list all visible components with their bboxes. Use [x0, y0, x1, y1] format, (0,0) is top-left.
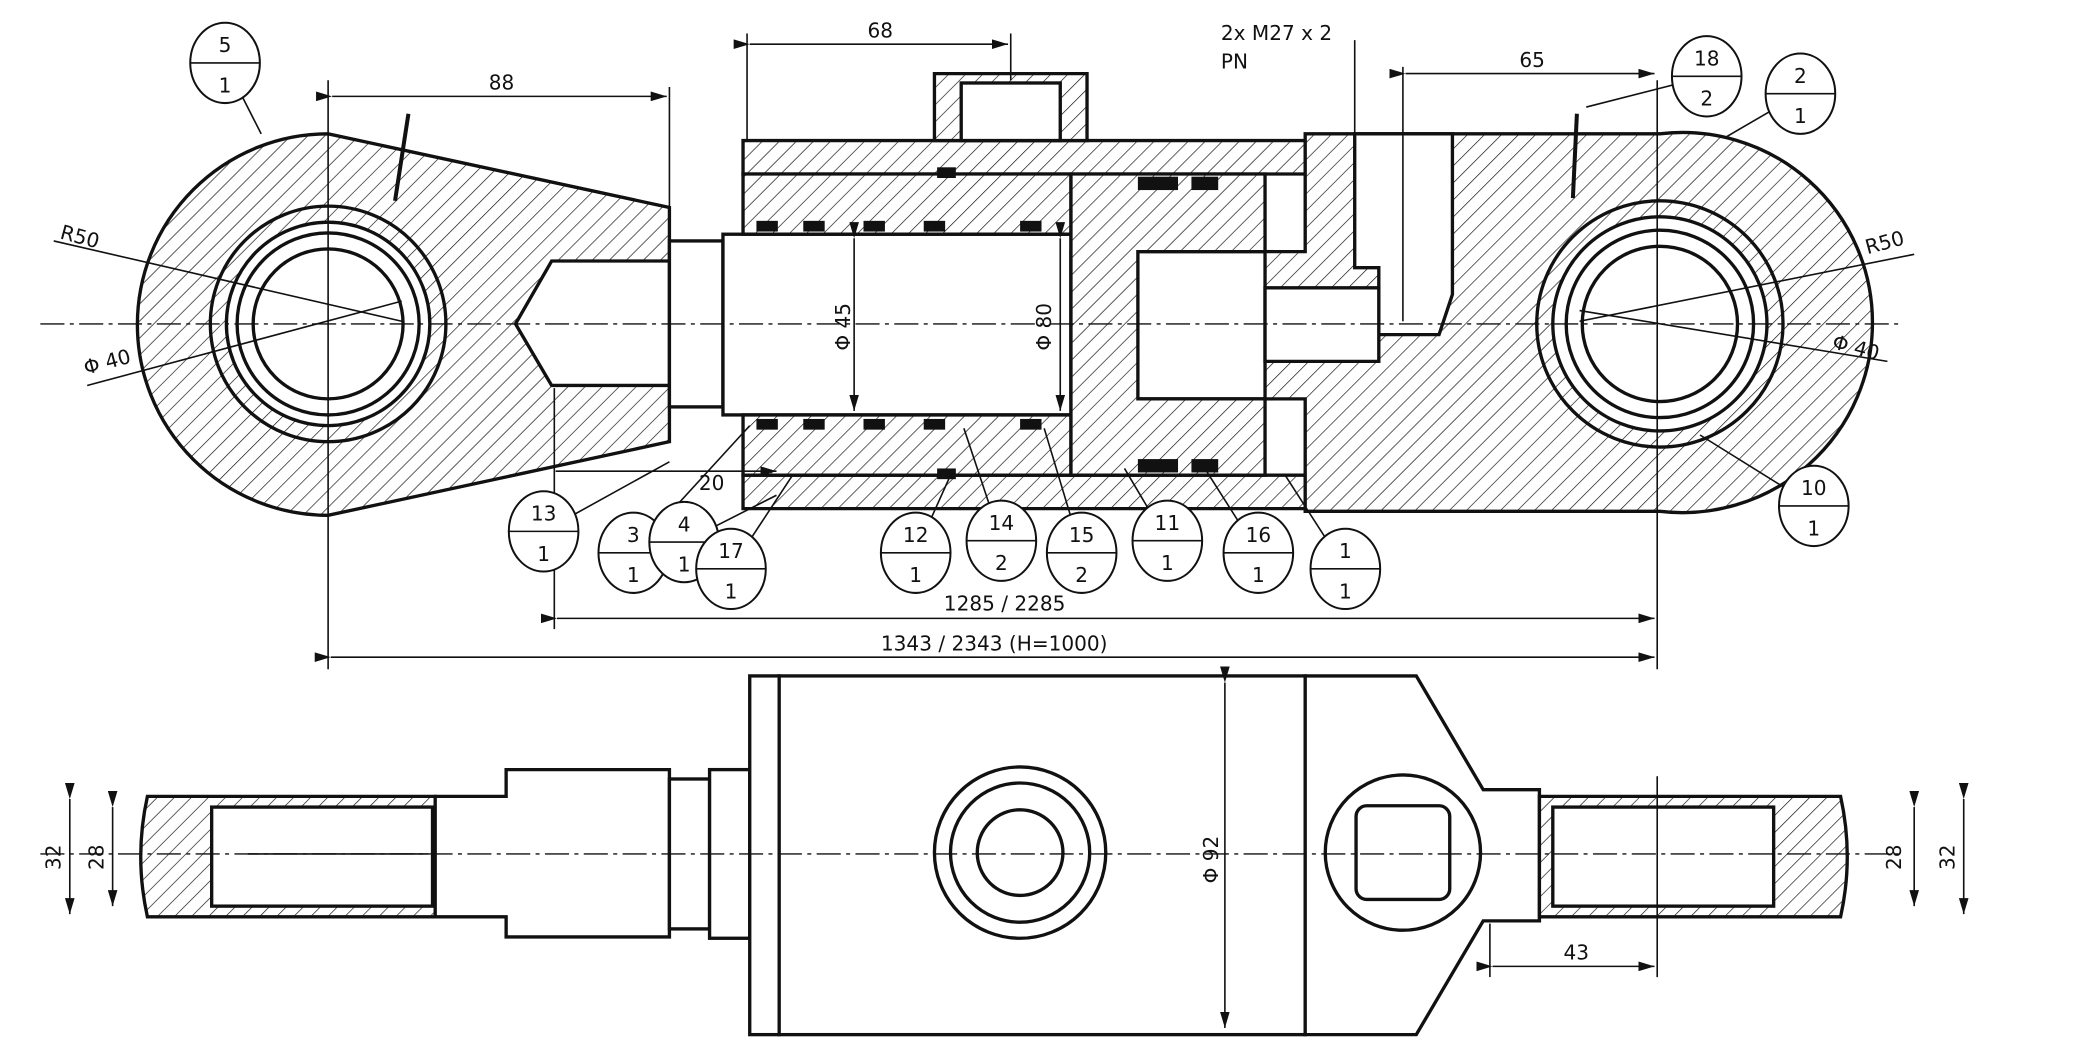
balloon-quantity: 1	[537, 542, 550, 566]
port-thread	[959, 81, 1062, 143]
balloon-quantity: 1	[627, 563, 640, 587]
balloon-12: 12 1	[879, 474, 952, 594]
balloon-number: 5	[219, 33, 232, 57]
r50-left: R50	[58, 220, 102, 253]
piston-rod	[721, 232, 1073, 417]
dim-32-right: 32	[1935, 844, 1959, 870]
section-view	[40, 33, 1915, 670]
balloon-number: 18	[1694, 47, 1720, 71]
balloon-17: 17 1	[695, 474, 794, 611]
piston	[1069, 172, 1267, 477]
dim-65: 65	[1519, 48, 1545, 72]
barrel-top	[741, 138, 1307, 176]
left-bearing-side	[209, 805, 435, 908]
phi92: Φ 92	[1199, 836, 1223, 884]
balloon-number: 10	[1801, 476, 1827, 500]
balloon-number: 3	[627, 523, 640, 547]
balloon-quantity: 1	[725, 579, 738, 603]
balloon-quantity: 1	[1339, 579, 1352, 603]
phi40-right-leader	[1579, 309, 1888, 363]
right-port-square	[1354, 804, 1452, 902]
barrel-flange	[748, 674, 781, 1037]
oil-channel	[1263, 286, 1381, 364]
balloon-18: 18 2	[1586, 35, 1743, 118]
seals	[756, 167, 1219, 480]
balloon-11: 111	[1123, 468, 1204, 582]
dim-88: 88	[489, 71, 515, 95]
phi40-left: Φ 40	[81, 344, 133, 380]
dim-28-left: 28	[84, 844, 108, 870]
balloon-14: 14 2	[963, 428, 1038, 582]
balloon-16: 16 1	[1204, 468, 1295, 594]
balloon-number: 17	[718, 539, 744, 563]
balloon-5: 51	[189, 21, 262, 135]
dim-28-right: 28	[1882, 844, 1906, 870]
phi80: Φ 80	[1032, 303, 1056, 351]
phi40-left-leader	[86, 300, 402, 387]
balloon-quantity: 1	[1252, 563, 1265, 587]
dim-43: 43	[1564, 941, 1590, 965]
barrel-bottom	[741, 473, 1307, 511]
r50-right: R50	[1862, 226, 1906, 259]
balloon-quantity: 2	[1075, 563, 1088, 587]
balloon-quantity: 2	[995, 551, 1008, 575]
balloon-number: 16	[1246, 523, 1272, 547]
balloon-number: 12	[903, 523, 929, 547]
balloon-quantity: 1	[1161, 551, 1174, 575]
thread-label: 2x M27 x 2	[1221, 21, 1332, 45]
len-pins: 1285 / 2285	[944, 591, 1066, 615]
balloon-quantity: 1	[1794, 104, 1807, 128]
dim-20: 20	[699, 471, 725, 495]
balloon-number: 2	[1794, 64, 1807, 88]
balloon-15: 15 2	[1043, 428, 1118, 594]
balloon-quantity: 1	[219, 73, 232, 97]
balloon-quantity: 1	[678, 553, 691, 577]
balloon-number: 15	[1069, 523, 1095, 547]
balloon-quantity: 1	[1807, 516, 1820, 540]
left-grease-nipple	[393, 113, 411, 202]
dimension-labels: 88 68 2x M27 x 2 PN 65 R50 Φ 40 R50 Φ 40…	[41, 18, 1959, 964]
balloon-quantity: 1	[909, 563, 922, 587]
balloon-number: 13	[531, 502, 557, 526]
phi45: Φ 45	[831, 303, 855, 351]
external-view	[40, 666, 1969, 1037]
dim-32-left: 32	[41, 844, 65, 870]
pn-label: PN	[1221, 49, 1248, 73]
balloon-13: 13 1	[507, 461, 670, 573]
r50-right-leader	[1579, 253, 1915, 323]
balloon-number: 11	[1155, 511, 1181, 535]
port-hole	[975, 808, 1065, 898]
balloon-10: 10 1	[1699, 434, 1850, 548]
balloon-2: 21	[1726, 52, 1837, 138]
r50-left-leader	[53, 240, 402, 323]
dim-68: 68	[868, 18, 894, 42]
balloon-quantity: 2	[1700, 87, 1713, 111]
balloon-1: 11	[1284, 474, 1382, 611]
balloon-number: 1	[1339, 539, 1352, 563]
balloon-number: 14	[989, 511, 1015, 535]
balloon-number: 4	[678, 512, 691, 536]
right-grease-nipple	[1570, 113, 1579, 199]
len-total: 1343 / 2343 (H=1000)	[881, 631, 1108, 655]
right-bearing-side	[1551, 805, 1776, 908]
